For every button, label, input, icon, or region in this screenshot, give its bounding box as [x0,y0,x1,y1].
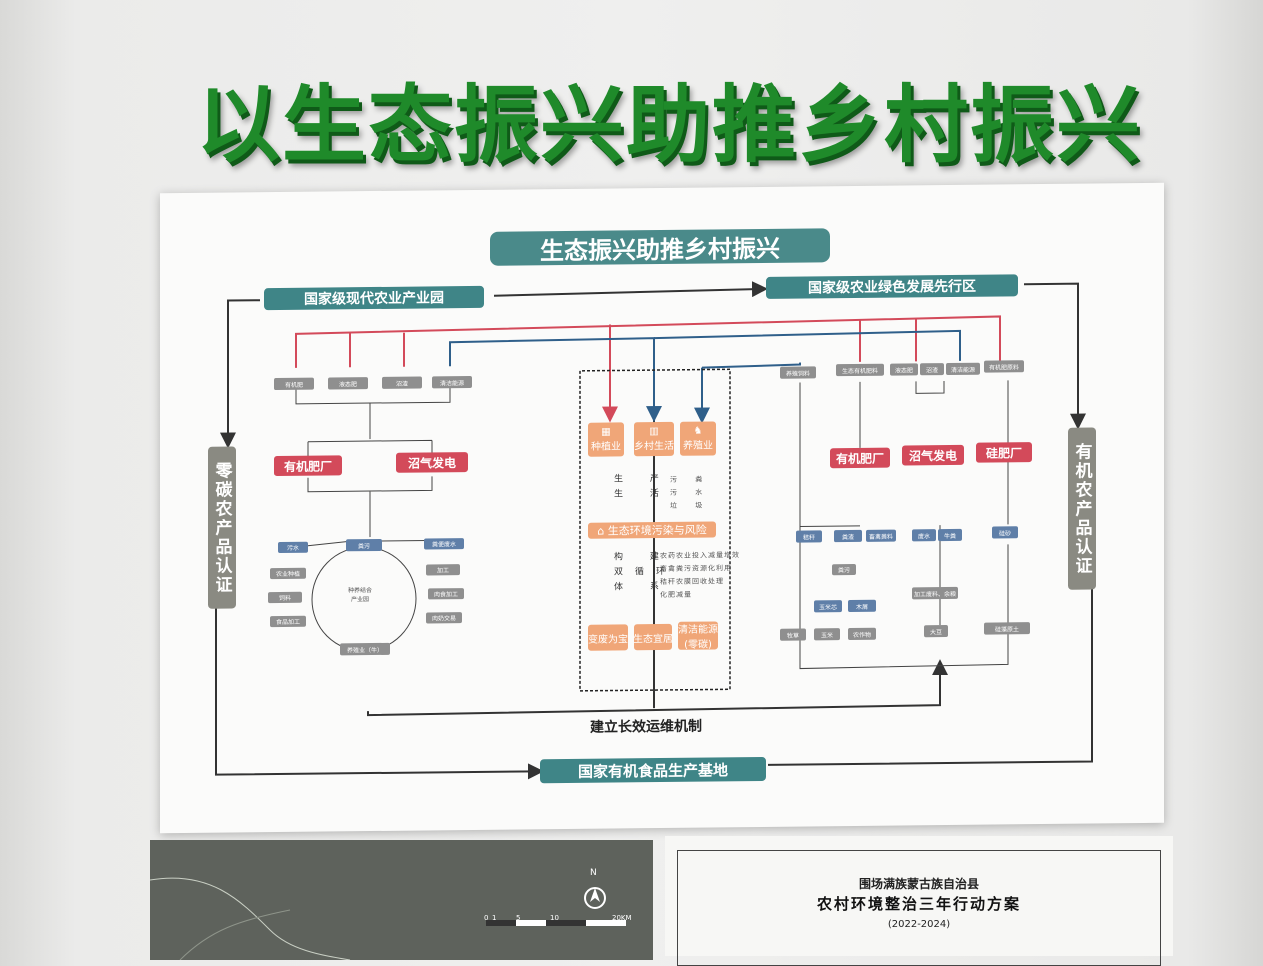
zero-carbon-cert-box: 零碳农产品认证 [208,446,236,609]
right-blue-3: 废水 [912,529,936,542]
right-small-0: 养殖饲料 [780,366,816,379]
center-breeding: ♞ 养殖业 [680,421,716,456]
center-text-right-0: 污 粪 [670,475,711,484]
right-bottom-2: 农作物 [848,627,876,641]
right-small-5: 有机肥原料 [984,360,1024,373]
board-title: 生态振兴助推乡村振兴 [490,228,830,266]
right-blue-0: 秸秆 [796,530,822,543]
right-blue-2: 畜禽粪料 [866,529,896,542]
cycle-right-0: 粪便废水 [424,538,464,550]
mechanism-label: 建立长效运维机制 [590,718,702,736]
center-text2-right-3: 化肥减量 [660,590,692,600]
right-small-3: 沼渣 [920,363,944,376]
center-breeding-label: 养殖业 [683,440,713,452]
cycle-left-2: 饲料 [268,591,302,604]
right-red-biogas-power: 沼气发电 [902,444,964,466]
map-graphic [150,877,626,960]
center-waste-to-treasure: 变废为宝 [588,624,628,651]
left-red-fertilizer-plant: 有机肥厂 [274,455,342,477]
document-frame: 围场满族蒙古族自治县 农村环境整治三年行动方案 (2022-2024) [677,850,1161,966]
center-text-left-0: 生 产 [614,473,671,485]
center-text2-right-1: 畜禽粪污资源化利用 [660,564,732,574]
cycle-top-manure: 粪污 [346,538,382,552]
right-bottom-4: 大豆 [924,625,948,638]
center-planting: ▦ 种植业 [588,422,624,457]
building-icon: ▥ [649,426,659,438]
cycle-right-3: 肉奶交易 [426,612,462,624]
cycle-center-label: 种养结合 产业园 [348,587,373,604]
center-text-left-1: 生 活 [614,488,671,500]
scale-20km: 20KM [612,914,632,922]
left-small-clean-energy: 清洁能源 [432,375,472,389]
cycle-left-1: 农业种植 [270,567,306,580]
right-mid-0: 粪污 [832,563,856,576]
doc-line1: 围场满族蒙古族自治县 [858,877,979,891]
center-clean-energy: 清洁能源 (零碳) [678,621,718,651]
cycle-right-1: 加工 [426,564,460,576]
right-bottom-1: 玉米 [814,628,840,641]
right-bottom-5: 硅藻原土 [984,622,1030,635]
right-bottom-3: 加工废料、余粮 [912,586,958,600]
scale-0: 0 [484,914,489,922]
north-label: N [590,868,597,878]
center-text2-right-0: 农药农业投入减量增效 [660,551,740,561]
right-mid-1: 玉米芯 [814,600,842,613]
map-panel: N 0 1 5 10 20KM [150,840,653,960]
cycle-left-0: 污水 [278,541,308,554]
center-text-left: 生 产生 活 [614,472,671,503]
cycle-left-3: 食品加工 [270,615,306,628]
document-panel: 围场满族蒙古族自治县 农村环境整治三年行动方案 (2022-2024) [665,836,1173,966]
center-planting-label: 种植业 [591,441,621,453]
organic-cert-box: 有机农产品认证 [1068,427,1096,590]
green-dev-zone-box: 国家级农业绿色发展先行区 [766,274,1018,299]
center-text2-right: 农药农业投入减量增效畜禽粪污资源化利用秸秆农膜回收处理化肥减量 [660,549,740,602]
center-pollution-banner-label: 生态环境污染与风险 [607,523,707,538]
cycle-bottom-livestock: 养殖业（牛） [340,642,390,656]
center-text-right-1: 污 水 [670,488,711,497]
modern-agri-park-box: 国家级现代农业产业园 [264,285,484,311]
right-small-4: 清洁能源 [946,362,980,376]
center-ecological-living: 生态宜居 [633,623,673,651]
scale-10: 10 [550,914,559,922]
scale-5: 5 [516,914,521,922]
planting-icon: ▦ [601,426,611,438]
center-text-right: 污 粪污 水垃 圾 [670,473,710,512]
center-rural-life-label: 乡村生活 [634,440,674,453]
diagram-board: 生态振兴助推乡村振兴 国家级现代农业产业园 国家级农业绿色发展先行区 零碳农产品… [160,182,1164,834]
center-rural-life: ▥ 乡村生活 [634,421,674,457]
wall-title: 以生态振兴助推乡村振兴 [196,76,1143,174]
right-red-fertilizer-plant: 有机肥厂 [830,447,890,469]
connector-lines [215,281,1093,780]
right-red-silicon-plant: 硅肥厂 [976,442,1032,463]
right-bottom-0: 牧草 [780,628,806,641]
doc-line3: (2022-2024) [887,919,951,930]
cow-icon: ♞ [693,425,703,437]
right-blue-1: 粪渣 [834,529,862,543]
center-text-right-2: 垃 圾 [670,501,711,510]
scale-1: 1 [492,914,497,922]
center-text2-right-2: 秸秆农膜回收处理 [660,577,724,587]
center-pollution-banner: ⌂ 生态环境污染与风险 [588,521,716,539]
left-small-organic-fert: 有机肥 [274,377,314,391]
right-small-2: 液态肥 [890,363,918,376]
right-small-1: 生态有机肥料 [836,363,884,377]
cycle-right-2: 肉食加工 [428,588,464,600]
left-red-biogas-power: 沼气发电 [396,452,468,473]
factory-icon: ⌂ [597,524,608,538]
right-mid-2: 木屑 [848,599,876,613]
doc-line2: 农村环境整治三年行动方案 [816,895,1021,913]
right-blue-4: 牛粪 [938,528,962,542]
left-small-residue: 沼渣 [382,376,422,389]
left-small-liquid-fert: 液态肥 [328,377,368,390]
right-blue-5: 硅砂 [992,526,1018,539]
organic-food-base-box: 国家有机食品生产基地 [540,756,766,784]
